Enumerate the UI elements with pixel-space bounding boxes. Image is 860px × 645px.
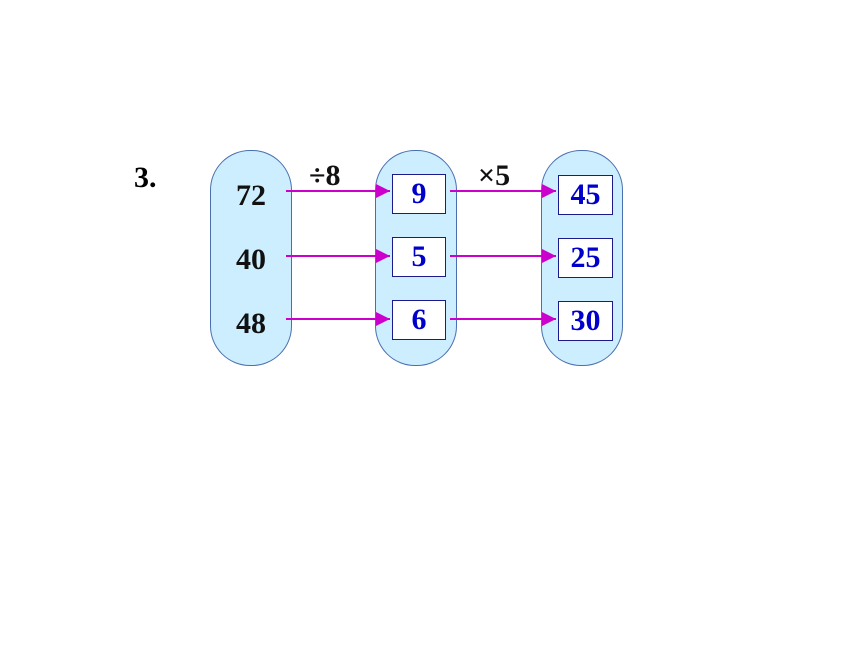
input-value: 72	[236, 179, 266, 212]
problem-number: 3.	[134, 161, 157, 194]
step2-answer-box: 45	[558, 175, 613, 215]
divide-operation-label: ÷8	[309, 159, 341, 192]
step1-answer-box: 5	[392, 237, 446, 277]
step1-answer-box: 9	[392, 174, 446, 214]
step1-answer-box: 6	[392, 300, 446, 340]
input-value: 40	[236, 243, 266, 276]
input-value: 48	[236, 307, 266, 340]
multiply-operation-label: ×5	[478, 159, 511, 192]
input-column	[210, 150, 292, 366]
step2-answer-box: 30	[558, 301, 613, 341]
step2-answer-box: 25	[558, 238, 613, 278]
